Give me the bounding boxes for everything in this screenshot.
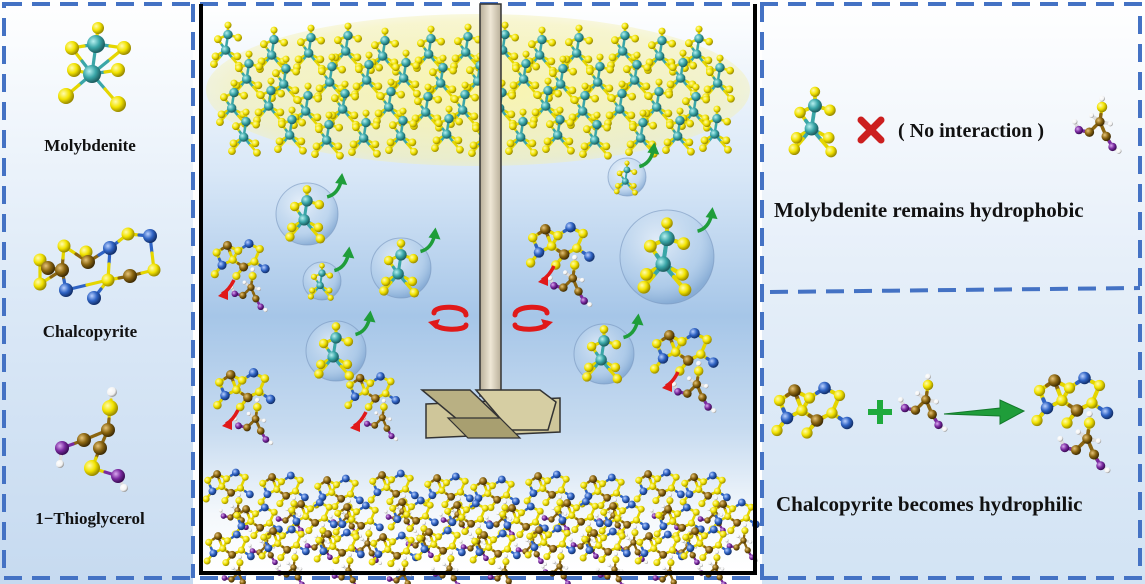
bubble-molybdenite-1 — [307, 262, 334, 301]
settled-chalcopyrite-21 — [258, 525, 310, 584]
settled-chalcopyrite-11 — [286, 498, 338, 562]
bubble-6 — [619, 209, 715, 305]
legend-chalcopyrite-label: Chalcopyrite — [42, 322, 138, 341]
froth-molybdenite-47 — [542, 106, 575, 155]
right-chalcopyrite-thioglycerol-complex — [1031, 371, 1114, 474]
right-chalcopyrite-molecule — [771, 381, 854, 439]
bubble-molybdenite-2 — [379, 239, 420, 298]
right-molybdenite-molecule — [788, 86, 837, 158]
right-panel-divider — [769, 286, 1141, 294]
froth-molybdenite-clusters — [210, 21, 735, 160]
sink-arrow-icon-4 — [662, 380, 672, 392]
froth-molybdenite-32 — [447, 81, 480, 130]
sinking-chalcopyrite-1 — [525, 221, 595, 308]
rotation-arrow-icon-right — [512, 304, 553, 332]
rise-arrow-icon-1 — [342, 246, 355, 259]
froth-molybdenite-41 — [311, 111, 344, 160]
settled-chalcopyrite-23 — [368, 531, 420, 584]
impeller-blades — [419, 389, 561, 439]
rise-arrow-icon-4 — [631, 313, 644, 326]
froth-molybdenite-39 — [228, 108, 261, 157]
rise-arrow-icon-0 — [335, 172, 348, 185]
froth-molybdenite-46 — [505, 108, 538, 157]
froth-molybdenite-48 — [579, 111, 612, 160]
tank-walls — [199, 4, 757, 575]
froth-molybdenite-42 — [348, 109, 381, 158]
sink-arrow-icon-1 — [538, 274, 548, 286]
sinking-chalcopyrite-4 — [649, 327, 719, 414]
froth-molybdenite-51 — [699, 105, 732, 154]
settled-chalcopyrite-24 — [414, 526, 466, 584]
impeller-shaft — [479, 3, 502, 397]
bubble-molybdenite-6 — [637, 217, 692, 297]
legend-thioglycerol-label: 1−Thioglycerol — [35, 509, 145, 528]
rotation-arrow-icon-left — [428, 304, 469, 332]
froth-molybdenite-36 — [604, 80, 637, 129]
froth-molybdenite-31 — [410, 83, 443, 132]
bubble-molybdenite-3 — [314, 322, 355, 381]
froth-molybdenite-40 — [274, 106, 307, 155]
froth-molybdenite-18 — [425, 54, 458, 103]
cross-icon — [857, 116, 885, 144]
froth-molybdenite-25 — [702, 54, 735, 103]
settled-chalcopyrite-layer — [202, 468, 760, 584]
rise-arrow-icon-5 — [647, 142, 660, 155]
froth-molybdenite-0 — [210, 21, 243, 70]
froth-molybdenite-8 — [524, 26, 557, 75]
right-panel-graphics — [771, 86, 1122, 474]
settled-chalcopyrite-28 — [634, 530, 686, 584]
settled-chalcopyrite-16 — [552, 497, 604, 561]
legend-molecules — [33, 22, 161, 492]
legend-molybdenite-molecule — [58, 22, 131, 112]
froth-molybdenite-49 — [625, 109, 658, 158]
sinking-chalcopyrite-0 — [210, 239, 270, 313]
legend-chalcopyrite-molecule — [33, 227, 161, 305]
froth-molybdenite-38 — [678, 83, 711, 132]
right-thioglycerol-molecule-bottom — [897, 373, 948, 432]
froth-molybdenite-43 — [385, 107, 418, 156]
no-interaction-label: ( No interaction ) — [898, 120, 1045, 142]
settled-chalcopyrite-27 — [579, 527, 631, 584]
bubble-molybdenite-0 — [285, 185, 326, 244]
rise-arrow-icon-6 — [705, 207, 718, 220]
chalcopyrite-hydrophilic-label: Chalcopyrite becomes hydrophilic — [776, 492, 1083, 516]
rise-arrow-icon-2 — [428, 227, 441, 240]
bubble-molybdenite-5 — [613, 160, 638, 196]
froth-molybdenite-44 — [431, 105, 464, 154]
legend-thioglycerol-molecule — [55, 387, 128, 492]
sink-arrow-icon-3 — [350, 420, 360, 432]
molybdenite-hydrophobic-label: Molybdenite remains hydrophobic — [774, 198, 1084, 222]
right-thioglycerol-molecule-top — [1071, 95, 1122, 154]
plus-icon — [868, 400, 892, 424]
tank-contents — [202, 3, 760, 584]
sink-arrow-icon-2 — [222, 418, 232, 430]
froth-molybdenite-50 — [662, 107, 695, 156]
sinking-chalcopyrite-3 — [344, 372, 401, 442]
sink-arrow-icon-0 — [218, 288, 228, 300]
froth-molybdenite-2 — [293, 24, 326, 73]
rise-arrow-icon-3 — [363, 310, 376, 323]
froth-molybdenite-15 — [314, 53, 347, 102]
legend-molybdenite-label: Molybdenite — [44, 136, 136, 155]
froth-molybdenite-30 — [373, 78, 406, 127]
froth-molybdenite-11 — [644, 27, 677, 76]
settled-chalcopyrite-17 — [598, 500, 650, 564]
reaction-arrow-icon — [943, 399, 1026, 425]
settled-chalcopyrite-25 — [469, 529, 521, 584]
settled-chalcopyrite-19 — [708, 498, 760, 562]
settled-chalcopyrite-6 — [523, 470, 575, 534]
sinking-chalcopyrite-2 — [213, 368, 276, 446]
bubble-molybdenite-4 — [582, 325, 623, 384]
